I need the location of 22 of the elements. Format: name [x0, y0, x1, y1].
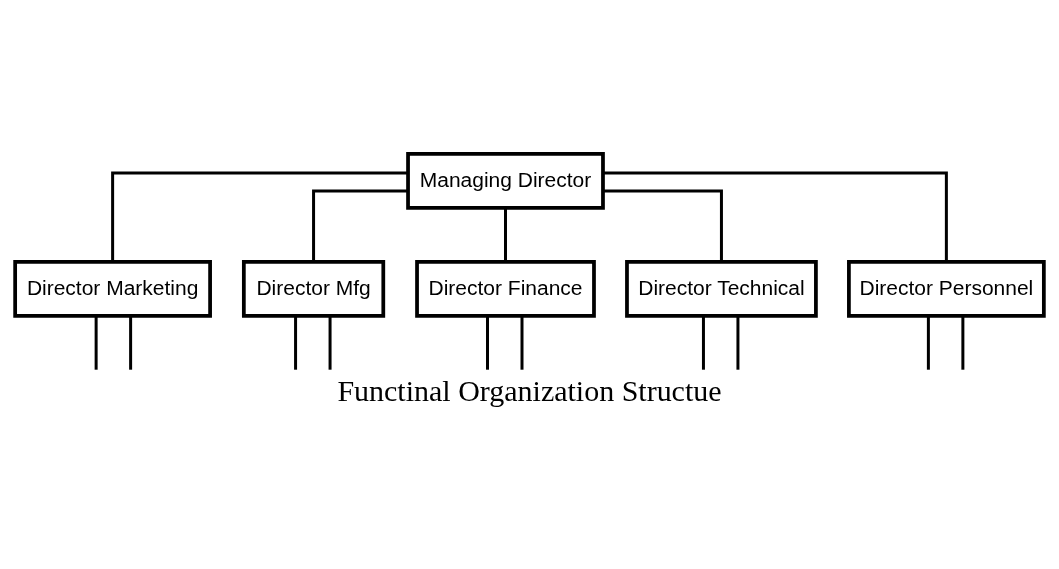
connector [328, 315, 332, 370]
node-box: Director Personnel [847, 259, 1046, 318]
connector [312, 189, 408, 262]
node-box: Director Mfg [241, 259, 386, 318]
connector [111, 171, 408, 261]
connector [961, 315, 965, 370]
caption: Functinal Organization Structue [337, 373, 722, 407]
connector [504, 207, 507, 261]
connector [94, 315, 98, 370]
connector [520, 315, 524, 370]
connector [294, 315, 298, 370]
connector [701, 315, 705, 370]
node-box: Director Technical [625, 259, 818, 318]
connector [603, 189, 723, 262]
node-box: Director Finance [415, 259, 596, 318]
connector [129, 315, 133, 370]
node-box: Director Marketing [13, 259, 212, 318]
connector [486, 315, 489, 370]
connector [736, 315, 740, 370]
connector [926, 315, 930, 370]
node-box: Managing Director [406, 151, 605, 210]
connector [603, 171, 948, 261]
